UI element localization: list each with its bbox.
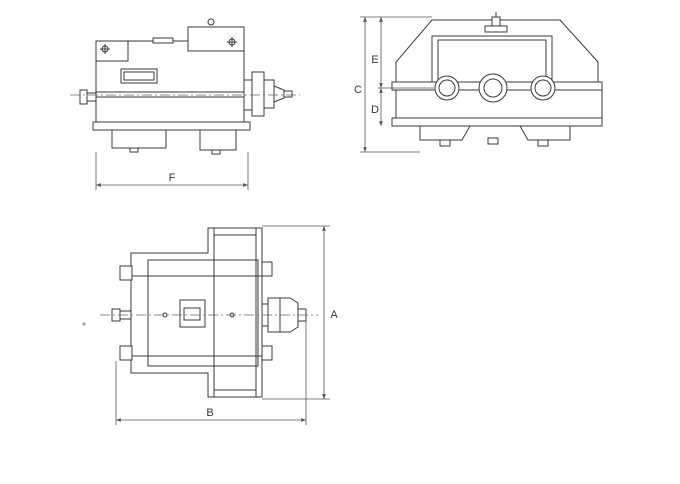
- side-crosshair-left: [100, 44, 110, 54]
- front-view: C E D: [354, 12, 603, 153]
- side-output-flange: [251, 71, 265, 117]
- inspection-window: [120, 68, 158, 84]
- side-output-shaft: [283, 90, 293, 98]
- side-top-block-right: [187, 26, 245, 52]
- plan-view: A B: [82, 225, 338, 425]
- side-top-nub: [152, 37, 174, 44]
- side-base-flange: [92, 121, 251, 131]
- plan-bolt-bottom-left: [119, 345, 133, 361]
- plan-bolt-top-right: [261, 261, 273, 277]
- side-top-block-left: [95, 40, 129, 62]
- side-crosshair-right: [227, 37, 237, 47]
- lifting-eye: [207, 18, 215, 26]
- side-foot-left: [111, 129, 167, 149]
- dim-label-f: F: [169, 172, 176, 184]
- side-view: F: [70, 18, 300, 190]
- side-coupling: [263, 79, 275, 109]
- plan-housing: [130, 227, 263, 398]
- inspection-window-inner: [123, 71, 155, 81]
- plan-center-cover: [179, 299, 206, 328]
- side-input-flange: [79, 89, 88, 105]
- side-foot-right: [199, 129, 237, 151]
- breather: [484, 25, 508, 33]
- dim-label-c: C: [354, 84, 362, 96]
- dim-label-a: A: [330, 309, 338, 321]
- front-foot-right: [519, 125, 571, 141]
- bearing-boss-center: [478, 73, 508, 103]
- side-output-cone: [273, 85, 285, 103]
- dim-label-b: B: [206, 407, 213, 419]
- dim-label-d: D: [371, 104, 379, 116]
- front-base-flange: [391, 117, 603, 127]
- side-input-shaft: [86, 92, 97, 102]
- front-foot-left: [419, 125, 471, 141]
- plan-bolt-top-left: [119, 265, 133, 281]
- front-inner-cover: [431, 35, 553, 82]
- dim-label-e: E: [371, 54, 378, 66]
- plan-bolt-bottom-right: [261, 345, 273, 361]
